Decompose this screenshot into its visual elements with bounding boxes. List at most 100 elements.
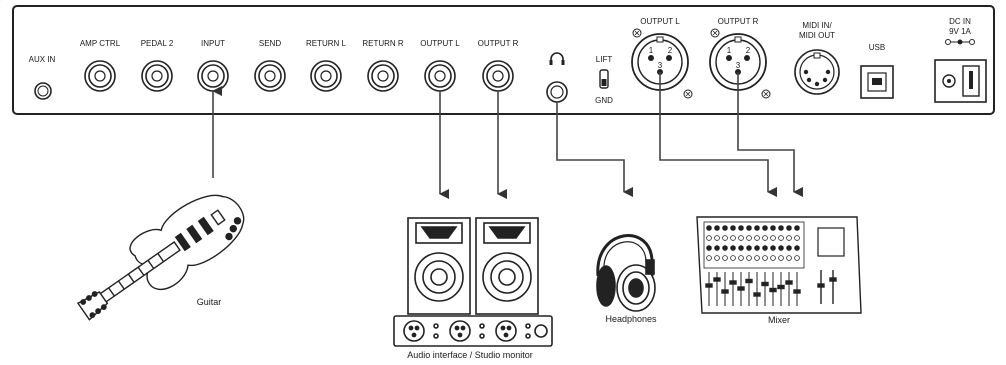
return-l-jack: RETURN L bbox=[306, 39, 347, 92]
xlr-r-pin-3: 3 bbox=[736, 61, 741, 70]
mixer-knob bbox=[786, 255, 792, 261]
mixer-knob bbox=[730, 245, 736, 251]
ground-lift-switch: LIFT GND bbox=[595, 55, 613, 105]
mixer-knob bbox=[754, 235, 760, 241]
xlr-output-l: OUTPUT L 1 2 3 bbox=[631, 17, 693, 99]
mixer-knob bbox=[738, 255, 744, 261]
cable-xlr-l bbox=[659, 72, 777, 197]
headphones-caption: Headphones bbox=[605, 314, 657, 324]
cable-headphones bbox=[556, 102, 633, 197]
mixer-knob bbox=[706, 245, 712, 251]
mixer-knob bbox=[738, 225, 744, 231]
audio-caption: Audio interface / Studio monitor bbox=[407, 350, 533, 360]
midi-port: MIDI IN/ MIDI OUT bbox=[794, 21, 840, 95]
panel-outline bbox=[12, 5, 995, 115]
aux-in-label: AUX IN bbox=[29, 55, 56, 64]
midi-label-1: MIDI IN/ bbox=[802, 21, 832, 30]
mixer-illustration bbox=[696, 216, 862, 314]
xlr-r-pin-1: 1 bbox=[727, 46, 732, 55]
audio-interface bbox=[393, 315, 553, 347]
xlr-l-pin-2: 2 bbox=[668, 46, 673, 55]
return-r-label: RETURN R bbox=[362, 39, 404, 48]
guitar-body bbox=[129, 194, 245, 291]
mixer-knob bbox=[762, 225, 768, 231]
xlr-l-pin-1: 1 bbox=[649, 46, 654, 55]
mixer-knob bbox=[706, 225, 712, 231]
mixer-fader-cap bbox=[761, 281, 769, 287]
xlr-l-pin-3: 3 bbox=[658, 61, 663, 70]
input-jack: INPUT bbox=[197, 39, 229, 92]
mixer-knob bbox=[754, 245, 760, 251]
mixer-knob bbox=[770, 255, 776, 261]
mixer-knob bbox=[778, 225, 784, 231]
mixer-knobs bbox=[706, 225, 800, 261]
send-label: SEND bbox=[259, 39, 281, 48]
mixer-knob bbox=[722, 235, 728, 241]
mixer-knob bbox=[754, 255, 760, 261]
mixer-knob bbox=[722, 245, 728, 251]
mixer-knob bbox=[770, 225, 776, 231]
mixer-knob bbox=[762, 245, 768, 251]
pedal-2-label: PEDAL 2 bbox=[141, 39, 174, 48]
mixer-knob bbox=[794, 235, 800, 241]
rear-panel: AUX IN AMP CTRL PEDAL 2 INPUT SEND bbox=[0, 0, 995, 115]
mixer-knob bbox=[794, 225, 800, 231]
mixer-knob bbox=[786, 225, 792, 231]
cables bbox=[212, 72, 803, 199]
studio-monitors bbox=[393, 217, 553, 347]
xlr-r-label: OUTPUT R bbox=[718, 17, 759, 26]
mixer-knob bbox=[770, 235, 776, 241]
mixer-knob bbox=[778, 255, 784, 261]
mixer-knob bbox=[714, 255, 720, 261]
mixer-knob bbox=[746, 245, 752, 251]
amp-ctrl-jack: AMP CTRL bbox=[80, 39, 121, 92]
usb-port: USB bbox=[860, 43, 894, 99]
guitar-illustration bbox=[76, 194, 245, 321]
mixer-knob bbox=[786, 235, 792, 241]
cable-xlr-r bbox=[737, 72, 803, 197]
output-l-jack: OUTPUT L bbox=[420, 39, 460, 92]
mixer-fader-cap bbox=[785, 280, 793, 285]
mixer-knob bbox=[778, 245, 784, 251]
mixer-knob bbox=[746, 235, 752, 241]
input-label: INPUT bbox=[201, 39, 225, 48]
mixer-knob bbox=[706, 235, 712, 241]
mixer-knob bbox=[730, 225, 736, 231]
aux-in-jack: AUX IN bbox=[29, 55, 56, 100]
send-jack: SEND bbox=[254, 39, 286, 92]
mixer-fader-cap bbox=[745, 278, 753, 284]
guitar-headstock bbox=[76, 291, 109, 321]
mixer-fader-cap bbox=[793, 289, 801, 294]
mixer-fader-cap bbox=[737, 286, 745, 291]
mixer-caption: Mixer bbox=[768, 315, 790, 325]
mixer-knob bbox=[762, 255, 768, 261]
mixer-fader-cap bbox=[753, 292, 761, 297]
mixer-fader-cap bbox=[705, 283, 713, 288]
dc-label-1: DC IN bbox=[949, 17, 971, 26]
mixer-fader-cap bbox=[729, 280, 737, 285]
mixer-knob bbox=[786, 245, 792, 251]
switch-lift-label: LIFT bbox=[596, 55, 613, 64]
monitor-left bbox=[407, 217, 471, 315]
mixer-fader-cap bbox=[721, 289, 729, 294]
usb-label: USB bbox=[869, 43, 885, 52]
mixer-faders bbox=[705, 272, 801, 306]
return-r-jack: RETURN R bbox=[362, 39, 404, 92]
headphone-icon: 🎧 bbox=[0, 0, 565, 65]
pedal-2-jack: PEDAL 2 bbox=[141, 39, 174, 92]
headphones-illustration bbox=[596, 234, 656, 312]
mixer-knob bbox=[714, 235, 720, 241]
xlr-r-pin-2: 2 bbox=[746, 46, 751, 55]
mixer-knob bbox=[770, 245, 776, 251]
mixer-knob bbox=[714, 245, 720, 251]
dc-label-2: 9V 1A bbox=[949, 27, 971, 36]
output-r-jack-label: OUTPUT R bbox=[478, 39, 519, 48]
amp-ctrl-label: AMP CTRL bbox=[80, 39, 121, 48]
mixer-knob bbox=[754, 225, 760, 231]
mixer-knob bbox=[722, 255, 728, 261]
mixer-knob bbox=[722, 225, 728, 231]
mixer-knob bbox=[706, 255, 712, 261]
mixer-knob bbox=[738, 235, 744, 241]
switch-gnd-label: GND bbox=[595, 96, 613, 105]
